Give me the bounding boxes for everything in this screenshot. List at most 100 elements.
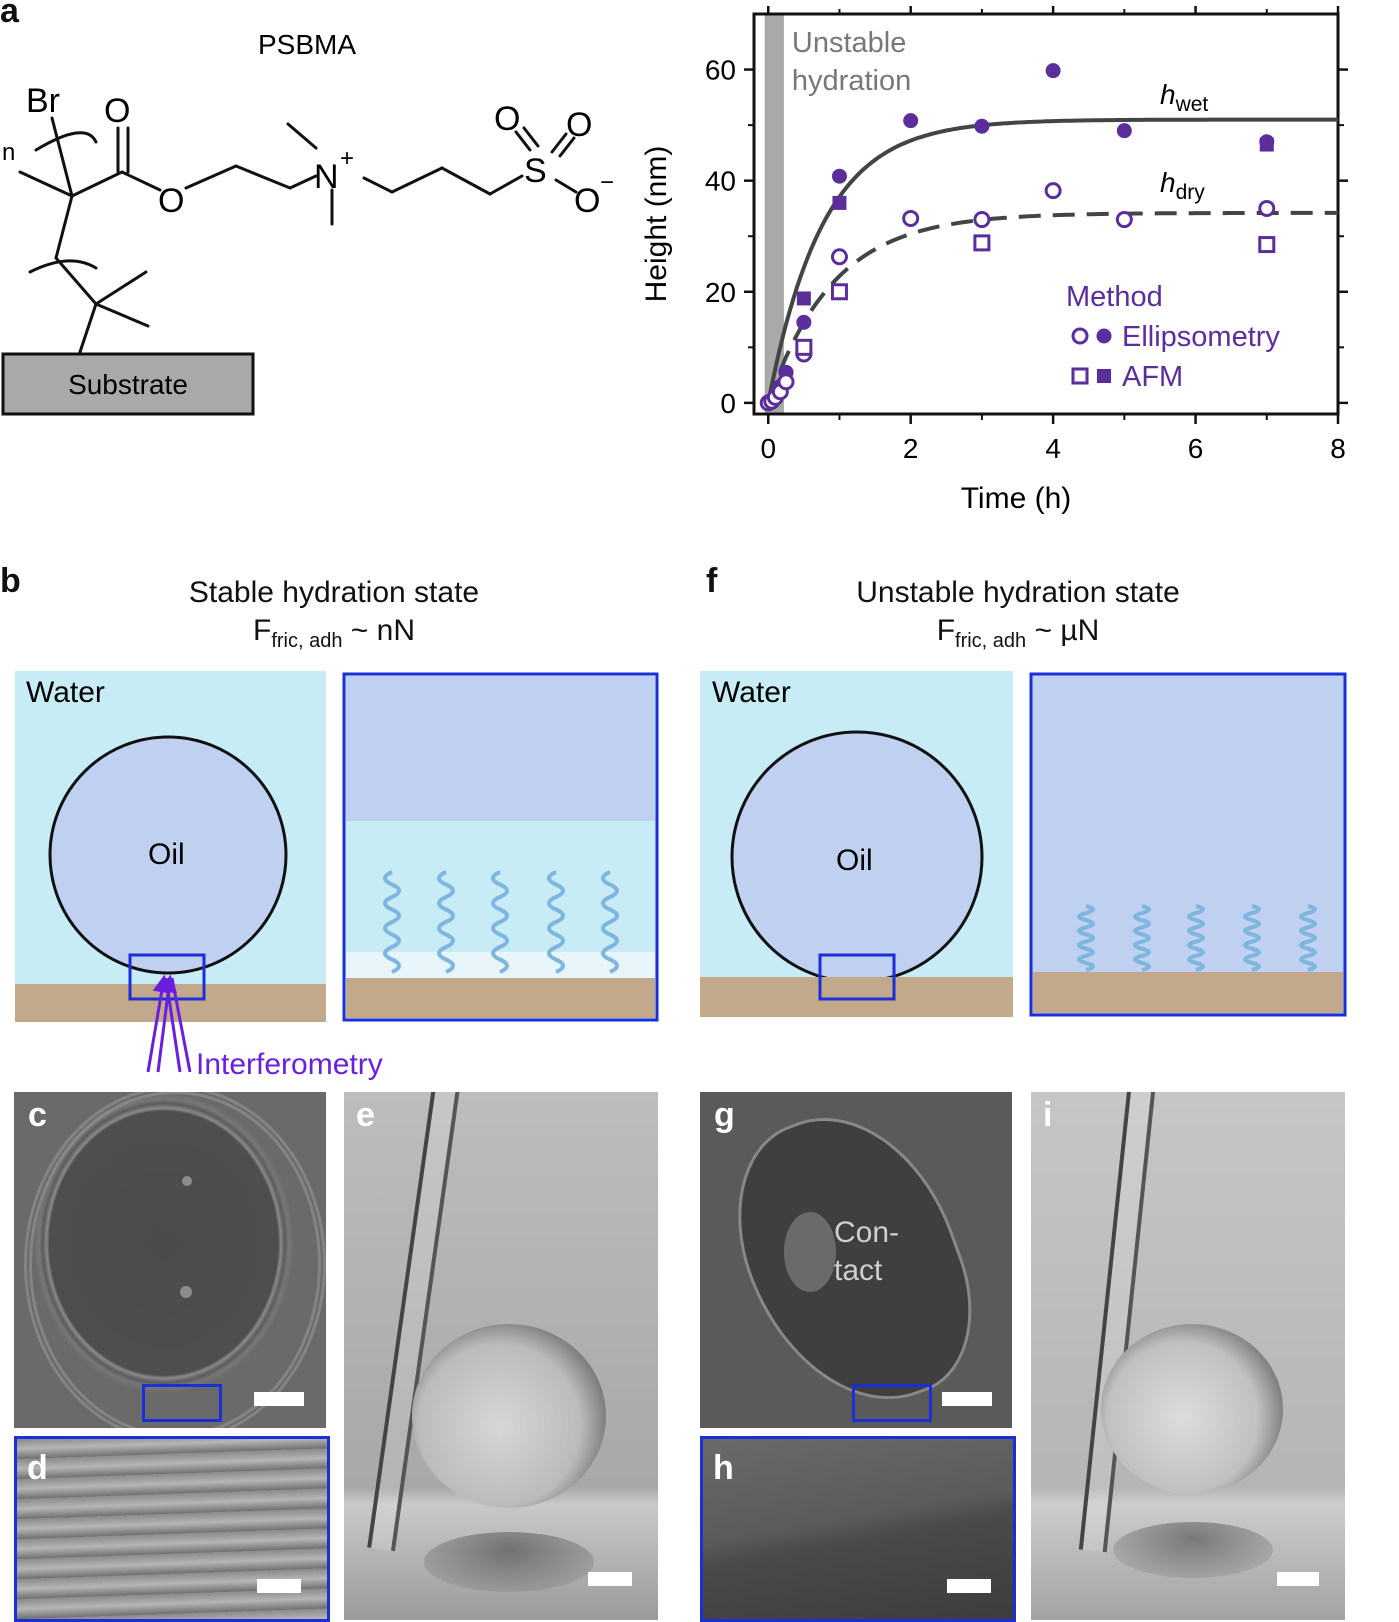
unstable-region-shade [764, 14, 784, 414]
data-point-afm-dry [1258, 236, 1276, 254]
panel-label-g: g [714, 1096, 735, 1134]
contact-label-line1: Con- [834, 1216, 900, 1249]
legend-label-afm: AFM [1122, 361, 1183, 393]
panel-label-a: a [0, 0, 19, 30]
y-tick-label: 60 [705, 55, 736, 86]
data-point-afm-dry [973, 234, 991, 252]
droplet-photo-i: i [1031, 1092, 1345, 1620]
zoom-image-d: d [14, 1436, 330, 1622]
data-point-afm-wet [1259, 137, 1274, 152]
polymer-brush-chain [1187, 904, 1205, 972]
panel-label-h: h [713, 1449, 734, 1487]
x-axis-label: Time (h) [961, 482, 1072, 515]
panel-label-i: i [1043, 1096, 1053, 1134]
data-point-afm-dry [830, 283, 848, 301]
contact-image-g: Con- tact g [700, 1092, 1012, 1428]
y-axis-label: Height (nm) [640, 146, 673, 303]
panel-label-f: f [706, 562, 718, 600]
zoom-panel-f [1029, 672, 1347, 1017]
panel-b-schematic: Water Oil Interferometry [15, 671, 659, 1081]
hwet-label: hwet [1160, 79, 1208, 116]
data-point-ellipsometry-dry [1115, 211, 1133, 229]
oil-droplet [48, 735, 288, 975]
substrate-layer-zoom [346, 978, 655, 1018]
panel-f-title: Unstable hydration state [856, 576, 1180, 609]
force-symbol: F [252, 614, 272, 647]
psbma-structure: PSBMA Br n O O [1, 29, 614, 416]
oil-label: Oil [148, 838, 185, 871]
x-tick-label: 6 [1188, 433, 1204, 464]
scale-bar [1277, 1572, 1319, 1586]
water-label: Water [712, 676, 791, 709]
data-point-ellipsometry-wet [796, 314, 812, 330]
polymer-brushes [383, 870, 619, 974]
capillary [1078, 1092, 1157, 1553]
y-tick-label: 40 [705, 166, 736, 197]
polymer-brush-chain [547, 870, 565, 974]
interference-image-c: c [14, 1092, 326, 1428]
charge-minus: − [600, 169, 614, 196]
data-point-ellipsometry-wet [1116, 123, 1132, 139]
legend-marker-open-circle [1071, 327, 1089, 345]
legend-label-ellipsometry: Ellipsometry [1122, 321, 1280, 353]
droplet-reflection [1113, 1522, 1273, 1578]
y-tick-label: 0 [720, 388, 736, 419]
polymer-brush-chain [1133, 904, 1151, 972]
force-value: ~ nN [342, 614, 416, 647]
data-point-ellipsometry-dry [902, 209, 920, 227]
atom-n-plus: N [314, 158, 339, 196]
charge-plus: + [340, 145, 354, 172]
zoom-box [852, 1384, 932, 1422]
hdry-label: hdry [1160, 167, 1205, 204]
dry-fit-curve [766, 210, 1338, 404]
polymer-brush-chain [601, 870, 619, 974]
legend-marker-open-square [1071, 367, 1089, 385]
data-point-ellipsometry-dry [1258, 199, 1276, 217]
polymer-brush-chain [1299, 904, 1317, 972]
bright-patch [784, 1212, 836, 1292]
bright-spot [180, 1286, 192, 1298]
panel-f-force: Ffric, adh ~ µN [768, 614, 1268, 653]
data-point-afm-wet [796, 291, 811, 306]
atom-o-carbonyl: O [104, 92, 130, 130]
panel-label-c: c [28, 1096, 47, 1134]
x-tick-label: 2 [903, 433, 919, 464]
force-value: ~ µN [1026, 614, 1100, 647]
data-point-ellipsometry-dry [777, 373, 795, 391]
substrate-cover [700, 977, 1013, 1017]
oil-droplet-photo [412, 1324, 606, 1508]
data-point-afm-dry [795, 338, 813, 356]
data-point-ellipsometry-dry [973, 211, 991, 229]
polymer-brush-chain [1077, 904, 1095, 972]
legend-marker-filled-square [1097, 369, 1111, 383]
force-subscript: fric, adh [955, 630, 1027, 652]
scale-bar [942, 1392, 992, 1406]
zoom-box [818, 953, 896, 1001]
data-point-ellipsometry-dry [830, 248, 848, 266]
water-label: Water [26, 676, 105, 709]
panel-b-title: Stable hydration state [188, 576, 480, 609]
atom-br: Br [26, 82, 60, 120]
y-tick-label: 20 [705, 277, 736, 308]
legend-title: Method [1066, 281, 1163, 313]
scale-bar [588, 1572, 632, 1586]
droplet-reflection [424, 1532, 594, 1592]
atom-o-s2: O [566, 106, 592, 144]
polymer-brush-chain [491, 870, 509, 974]
unstable-label-line2: hydration [792, 65, 911, 97]
polymer-brush-chain [1243, 904, 1261, 972]
polymer-brush-chain [437, 870, 455, 974]
polymer-brush-chain [383, 870, 401, 974]
zoom-box [142, 1384, 222, 1422]
atom-o-ester: O [158, 182, 184, 220]
repeat-n: n [2, 139, 15, 166]
x-tick-label: 4 [1045, 433, 1061, 464]
force-subscript: fric, adh [271, 630, 343, 652]
panel-label-d: d [27, 1449, 48, 1487]
substrate-label: Substrate [68, 369, 188, 400]
zoom-image-h: h [700, 1436, 1016, 1622]
polymer-name: PSBMA [258, 29, 356, 60]
x-tick-label: 0 [760, 433, 776, 464]
oil-label: Oil [836, 844, 873, 877]
unstable-label-line1: Unstable [792, 27, 906, 59]
